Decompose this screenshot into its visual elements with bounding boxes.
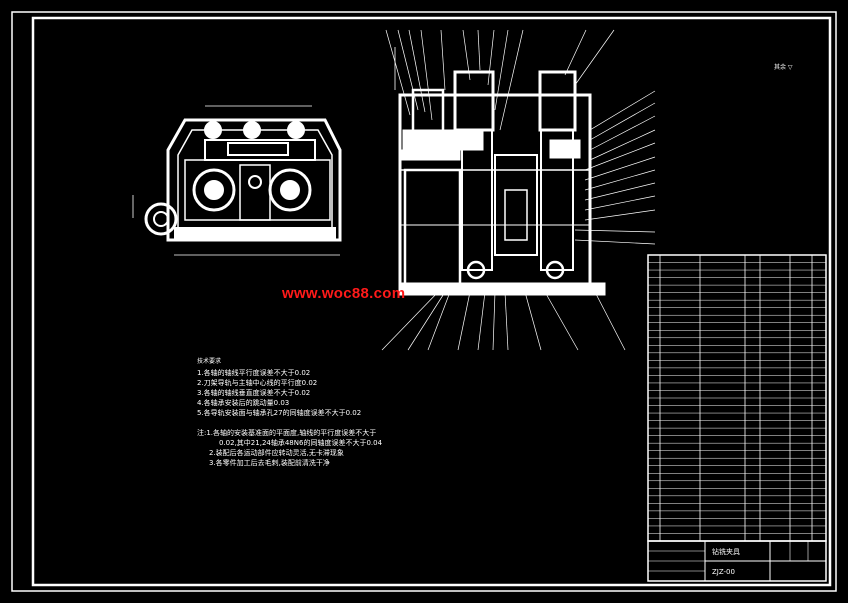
requirement-item: 4.各轴承安装后的跳动量0.03 [197, 399, 290, 407]
note-item: 0.02,其中21,24轴承48N6的同轴度误差不大于0.04 [219, 439, 383, 447]
requirement-item: 1.各轴的轴线平行度误差不大于0.02 [197, 369, 311, 377]
surface-finish-note: 其余 ▽ [774, 64, 793, 71]
requirements-title: 技术要求 [197, 358, 222, 365]
requirement-item: 2.刀架导轨与主轴中心线的平行度0.02 [197, 379, 318, 387]
requirement-item: 5.各导轨安装面与轴承孔27的同轴度误差不大于0.02 [197, 409, 362, 417]
side-view [132, 105, 342, 256]
section-view [394, 47, 606, 296]
parts-list-rows [648, 262, 826, 534]
watermark-text: www.woc88.com [282, 285, 406, 302]
note-item: 注:1.各轴的安装基准面的平面度,轴线的平行度误差不大于 [197, 429, 377, 437]
note-item: 2.装配后各运动部件应转动灵活,无卡滞现象 [209, 449, 344, 457]
drawing-number: ZJZ-00 [712, 568, 735, 576]
outer-border [11, 11, 837, 592]
note-item: 3.各零件加工后去毛刺,装配前清洗干净 [209, 459, 330, 467]
leader-lines [381, 29, 656, 351]
inner-border [31, 16, 832, 587]
title-block [647, 540, 827, 582]
requirement-item: 3.各轴的轴线垂直度误差不大于0.02 [197, 389, 311, 397]
technical-requirements: 技术要求 1.各轴的轴线平行度误差不大于0.02 2.刀架导轨与主轴中心线的平行… [197, 357, 382, 468]
drawing-title: 钻铣夹具 [712, 548, 740, 556]
